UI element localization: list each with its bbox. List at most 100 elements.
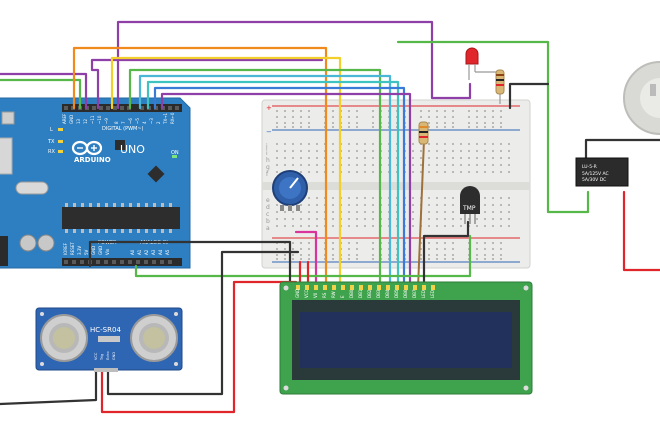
on-label: ON bbox=[171, 150, 179, 156]
tmp-temperature-sensor[interactable]: TMP bbox=[460, 186, 480, 224]
wires[interactable] bbox=[0, 20, 660, 414]
chip-pin bbox=[89, 203, 92, 207]
pin-label: 2 bbox=[156, 121, 161, 124]
breadboard[interactable]: + − j i h g f e d c b a bbox=[261, 99, 531, 269]
hc-sr04-ultrasonic-sensor[interactable]: HC-SR04 VCC Trig Echo GND bbox=[35, 307, 183, 372]
wire-cyan bbox=[138, 74, 392, 290]
pin-label: 5V bbox=[84, 249, 89, 255]
breadboard-hole bbox=[468, 218, 470, 220]
breadboard-hole bbox=[420, 258, 422, 260]
breadboard-hole bbox=[364, 218, 366, 220]
potentiometer[interactable] bbox=[272, 170, 308, 211]
breadboard-hole bbox=[420, 110, 422, 112]
breadboard-hole bbox=[484, 254, 486, 256]
breadboard-hole bbox=[428, 204, 430, 206]
lcd-pin-label: RW bbox=[331, 291, 336, 298]
breadboard-hole bbox=[412, 157, 414, 159]
lcd-pin-label: VCC bbox=[304, 289, 309, 298]
breadboard-hole bbox=[356, 122, 358, 124]
breadboard-hole bbox=[444, 171, 446, 173]
breadboard-hole bbox=[444, 164, 446, 166]
breadboard-hole bbox=[356, 254, 358, 256]
breadboard-hole bbox=[508, 143, 510, 145]
breadboard-hole bbox=[300, 211, 302, 213]
breadboard-hole bbox=[372, 171, 374, 173]
breadboard-hole bbox=[436, 218, 438, 220]
lcd-pin bbox=[431, 285, 435, 290]
breadboard-hole bbox=[276, 218, 278, 220]
breadboard-hole bbox=[444, 248, 446, 250]
wire-black bbox=[508, 82, 550, 110]
resistor-led[interactable] bbox=[495, 69, 505, 95]
breadboard-hole bbox=[444, 110, 446, 112]
lcd-pin-label: RS bbox=[322, 292, 327, 298]
arduino-infinity-logo-icon bbox=[71, 140, 103, 156]
breadboard-hole bbox=[460, 218, 462, 220]
header-pin bbox=[64, 106, 68, 110]
breadboard-hole bbox=[476, 150, 478, 152]
breadboard-hole bbox=[476, 157, 478, 159]
breadboard-hole bbox=[492, 143, 494, 145]
breadboard-hole bbox=[356, 225, 358, 227]
header-pin bbox=[99, 106, 103, 110]
chip-pin bbox=[161, 203, 164, 207]
breadboard-hole bbox=[428, 248, 430, 250]
breadboard-hole bbox=[428, 116, 430, 118]
breadboard-hole bbox=[332, 122, 334, 124]
breadboard-hole bbox=[484, 116, 486, 118]
breadboard-hole bbox=[348, 204, 350, 206]
arduino-uno-board[interactable]: L TX RX ON ARDUINO UNO DIGITAL (PWM~) PO… bbox=[0, 97, 191, 269]
breadboard-hole bbox=[500, 116, 502, 118]
breadboard-hole bbox=[412, 164, 414, 166]
lcd-16x2-display[interactable]: GND VCC V0 RS RW E DB0 DB1 DB2 DB3 DB4 D… bbox=[279, 281, 533, 395]
relay[interactable]: LU-5-R 5A/125V AC 5A/30V DC bbox=[575, 157, 629, 187]
breadboard-hole bbox=[300, 126, 302, 128]
breadboard-hole bbox=[348, 242, 350, 244]
breadboard-hole bbox=[276, 122, 278, 124]
breadboard-hole bbox=[332, 225, 334, 227]
breadboard-hole bbox=[372, 150, 374, 152]
breadboard-hole bbox=[316, 197, 318, 199]
breadboard-hole bbox=[452, 110, 454, 112]
breadboard-hole bbox=[348, 197, 350, 199]
breadboard-hole bbox=[356, 242, 358, 244]
breadboard-hole bbox=[300, 164, 302, 166]
chip-pin bbox=[113, 229, 116, 233]
breadboard-hole bbox=[412, 197, 414, 199]
breadboard-hole bbox=[364, 143, 366, 145]
resistor-breadboard[interactable] bbox=[418, 121, 429, 145]
dc-motor[interactable] bbox=[623, 61, 660, 135]
breadboard-hole bbox=[292, 225, 294, 227]
header-pin bbox=[80, 260, 84, 264]
chip-pin bbox=[169, 203, 172, 207]
breadboard-hole bbox=[284, 122, 286, 124]
breadboard-hole bbox=[444, 211, 446, 213]
relay-label-3: 5A/30V DC bbox=[582, 177, 606, 183]
breadboard-hole bbox=[276, 150, 278, 152]
breadboard-hole bbox=[420, 116, 422, 118]
reset-button[interactable] bbox=[1, 111, 15, 125]
breadboard-hole bbox=[284, 126, 286, 128]
lcd-pin-label: DB1 bbox=[358, 289, 363, 298]
breadboard-hole bbox=[476, 218, 478, 220]
header-pin bbox=[96, 260, 100, 264]
pin-label: 3.3V bbox=[77, 246, 82, 255]
led-l-label: L bbox=[50, 127, 53, 133]
lcd-pin-label: GND bbox=[295, 289, 300, 298]
breadboard-hole bbox=[428, 242, 430, 244]
breadboard-hole bbox=[428, 171, 430, 173]
breadboard-hole bbox=[460, 143, 462, 145]
breadboard-hole bbox=[476, 126, 478, 128]
chip-pin bbox=[89, 229, 92, 233]
red-led[interactable] bbox=[465, 47, 479, 80]
breadboard-hole bbox=[484, 164, 486, 166]
breadboard-hole bbox=[356, 126, 358, 128]
breadboard-hole bbox=[500, 197, 502, 199]
breadboard-hole bbox=[452, 157, 454, 159]
breadboard-hole bbox=[332, 204, 334, 206]
wire-green bbox=[396, 40, 590, 214]
mount-hole bbox=[283, 385, 289, 391]
breadboard-hole bbox=[284, 110, 286, 112]
lcd-pin-labels: GND VCC V0 RS RW E DB0 DB1 DB2 DB3 DB4 D… bbox=[295, 289, 435, 298]
